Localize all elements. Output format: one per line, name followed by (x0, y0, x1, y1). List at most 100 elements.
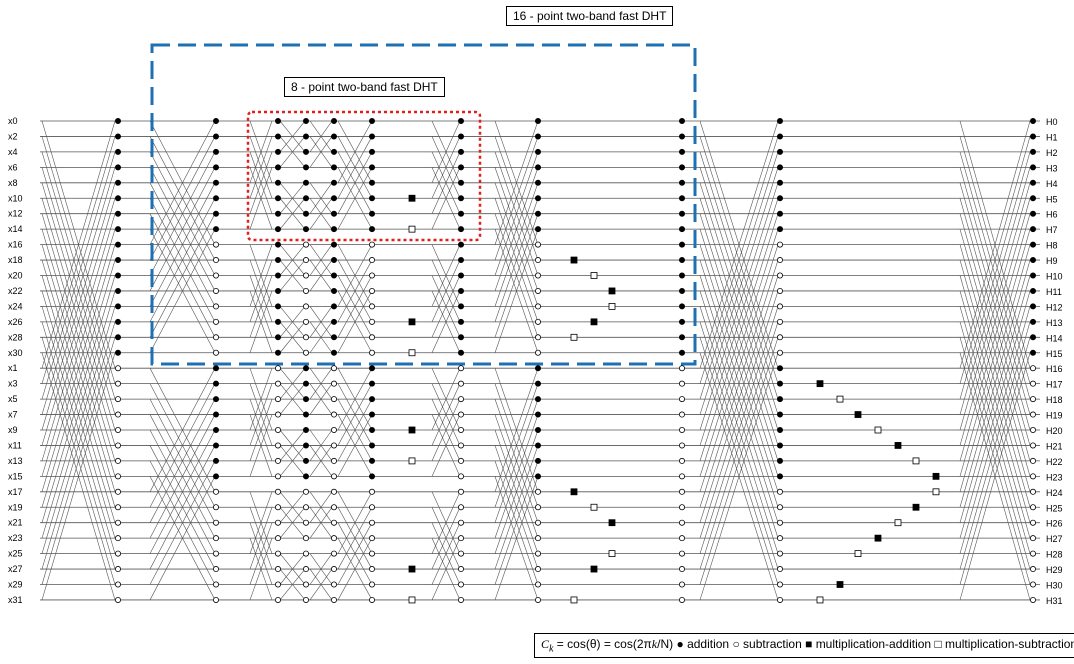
subtraction-node (457, 396, 464, 403)
subtraction-node (330, 535, 337, 542)
subtraction-node (777, 272, 784, 279)
cross-line (699, 167, 779, 415)
cross-line (959, 136, 1031, 384)
addition-node (330, 179, 337, 186)
subtraction-node (302, 241, 309, 248)
addition-node (115, 303, 122, 310)
addition-node (777, 226, 784, 233)
cross-line (279, 553, 306, 585)
addition-node (457, 349, 464, 356)
addition-node (115, 133, 122, 140)
cross-line (149, 368, 216, 492)
addition-node (274, 287, 281, 294)
cross-line (494, 182, 539, 307)
multiplication-subtraction-node (408, 225, 416, 233)
subtraction-node (302, 581, 309, 588)
subtraction-node (212, 241, 219, 248)
addition-node (1030, 179, 1037, 186)
subtraction-node (115, 488, 122, 495)
addition-node (212, 148, 219, 155)
cross-line (699, 213, 779, 461)
subtraction-node (330, 365, 337, 372)
cross-line (699, 136, 779, 384)
subtraction-node (777, 241, 784, 248)
subtraction-node (274, 596, 281, 603)
addition-node (679, 118, 686, 125)
input-label: x4 (8, 147, 18, 157)
addition-node (115, 210, 122, 217)
subtraction-node (368, 550, 375, 557)
cross-line (249, 538, 273, 601)
output-label: H22 (1046, 457, 1063, 467)
cross-line (249, 151, 273, 214)
cross-line (494, 198, 539, 322)
addition-node (777, 380, 784, 387)
cross-line (279, 244, 306, 276)
cross-line (249, 259, 273, 322)
subtraction-node (115, 457, 122, 464)
addition-node (777, 411, 784, 418)
cross-line (494, 445, 539, 570)
subtraction-node (115, 442, 122, 449)
subtraction-node (330, 411, 337, 418)
addition-node (212, 164, 219, 171)
subtraction-node (535, 504, 542, 511)
subtraction-node (368, 349, 375, 356)
addition-node (368, 473, 375, 480)
input-label: x27 (8, 564, 23, 574)
cross-line (431, 275, 461, 338)
subtraction-node (679, 596, 686, 603)
cross-line (41, 321, 116, 570)
subtraction-node (274, 488, 281, 495)
legend-addition: addition (687, 637, 730, 651)
addition-node (274, 257, 281, 264)
addition-node (777, 210, 784, 217)
addition-node (212, 195, 219, 202)
multiplication-subtraction-node (408, 349, 416, 357)
cross-line (431, 120, 461, 183)
cross-line (309, 306, 333, 338)
addition-node (368, 179, 375, 186)
cross-line (149, 198, 216, 322)
subtraction-node (457, 550, 464, 557)
cross-line (279, 445, 306, 477)
subtraction-node (368, 287, 375, 294)
input-label: x31 (8, 595, 23, 605)
subtraction-node (330, 596, 337, 603)
subtraction-node (679, 365, 686, 372)
addition-node (302, 133, 309, 140)
cross-line (431, 414, 461, 477)
output-label: H4 (1046, 179, 1058, 189)
legend-ck-symbol: Ck (541, 637, 554, 655)
cross-line (337, 259, 373, 322)
addition-node (330, 287, 337, 294)
cross-line (249, 398, 273, 462)
addition-node (274, 118, 281, 125)
addition-node (368, 210, 375, 217)
cross-line (959, 352, 1031, 601)
cross-line (41, 167, 116, 415)
addition-node (330, 318, 337, 325)
output-label: H9 (1046, 256, 1058, 266)
input-label: x22 (8, 286, 23, 296)
addition-node (1030, 257, 1037, 264)
cross-line (431, 398, 461, 462)
multiplication-subtraction-node (932, 488, 940, 496)
cross-line (249, 522, 273, 585)
multiplication-subtraction-node (874, 426, 882, 434)
cross-line (279, 429, 306, 462)
addition-node (1030, 164, 1037, 171)
subtraction-node (368, 566, 375, 573)
addition-node (212, 133, 219, 140)
cross-line (431, 136, 461, 199)
addition-node (679, 287, 686, 294)
cross-line (149, 213, 216, 338)
subtraction-node (368, 504, 375, 511)
subtraction-node (115, 566, 122, 573)
subtraction-node (457, 488, 464, 495)
subtraction-node (212, 287, 219, 294)
cross-line (309, 445, 333, 477)
addition-node (302, 164, 309, 171)
addition-node (115, 349, 122, 356)
cross-line (309, 368, 333, 400)
